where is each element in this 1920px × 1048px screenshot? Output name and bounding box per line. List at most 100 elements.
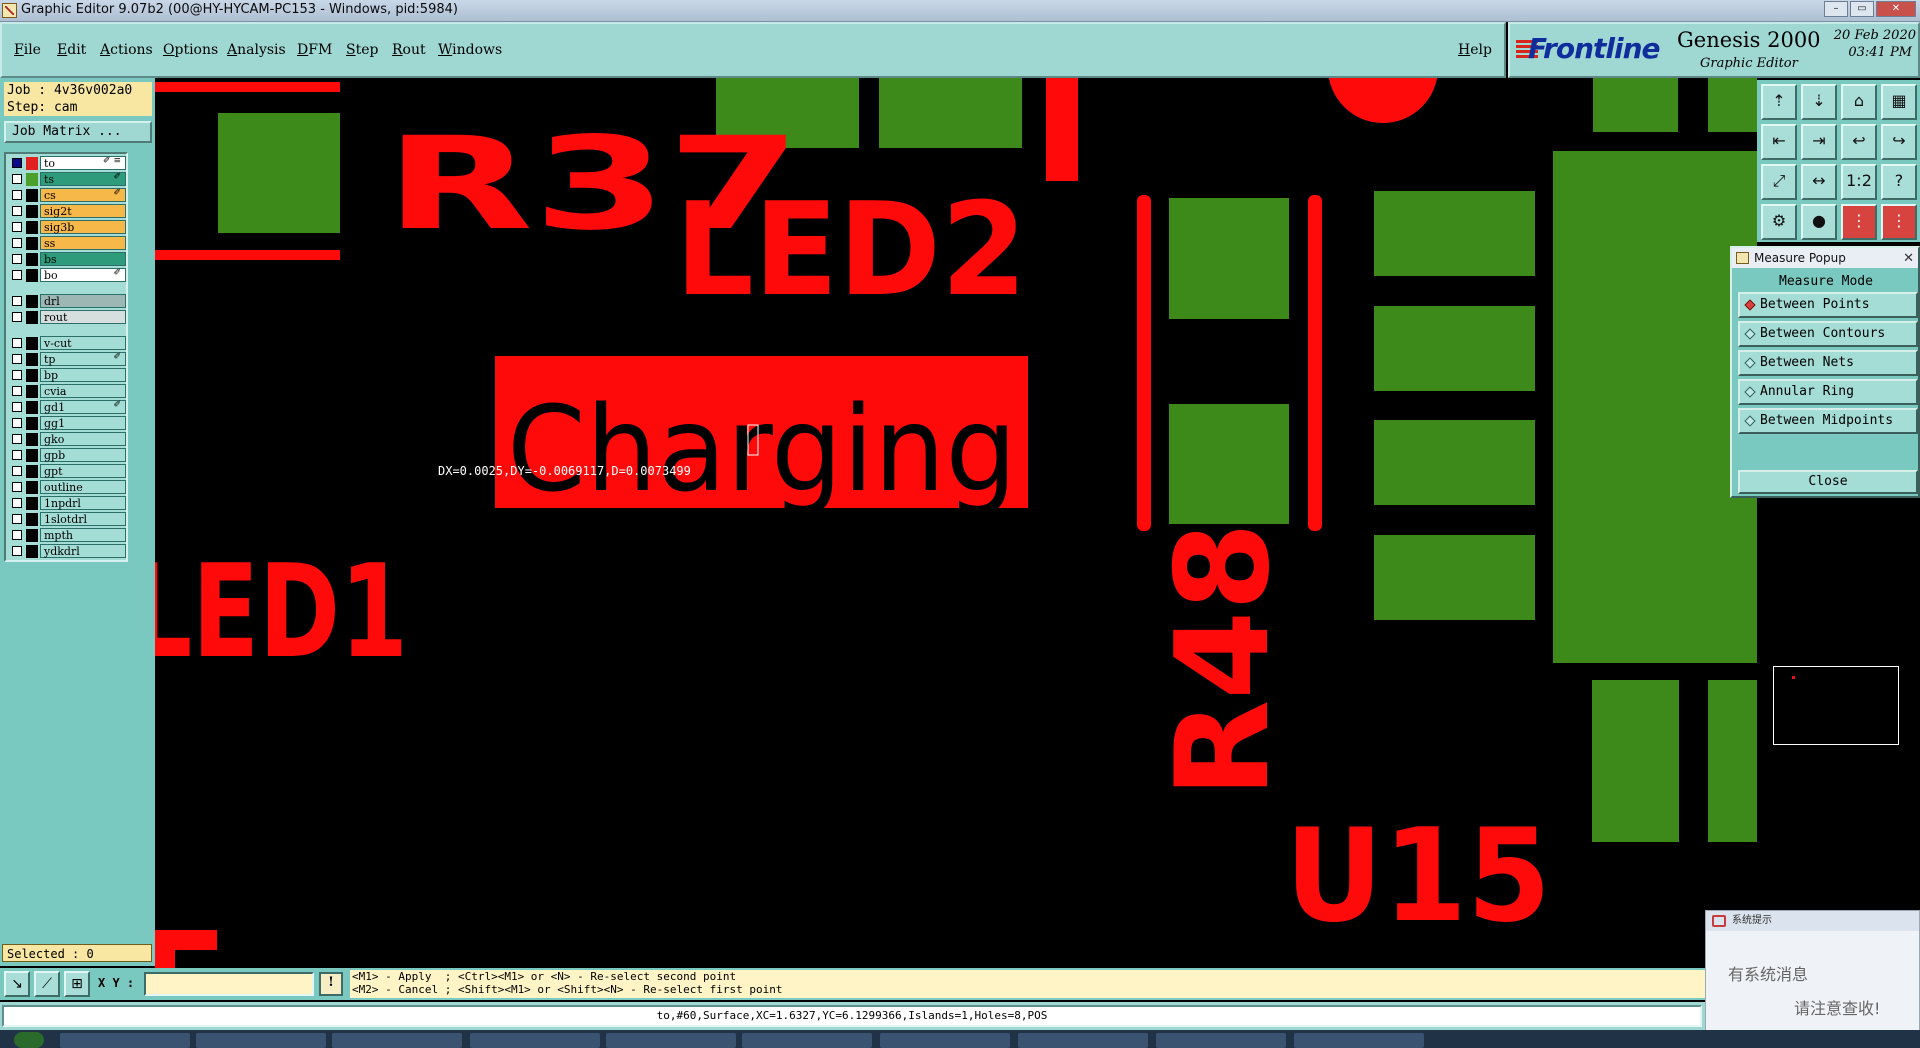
layer-color-swatch[interactable] (26, 205, 38, 218)
layer-name[interactable]: bo (40, 268, 126, 282)
layer-row-gg1[interactable]: gg1 (6, 416, 126, 431)
layer-name[interactable]: 1npdrl (40, 496, 126, 510)
taskbar-item[interactable] (1294, 1033, 1424, 1048)
layer-color-swatch[interactable] (26, 401, 38, 414)
layer-color-swatch[interactable] (26, 369, 38, 382)
layer-row-gpb[interactable]: gpb (6, 448, 126, 463)
layer-checkbox[interactable] (12, 434, 22, 444)
tool-undo[interactable]: ↩ (1841, 124, 1877, 160)
layer-row-drl[interactable]: drl (6, 294, 126, 309)
minimize-button[interactable]: – (1824, 1, 1848, 17)
tool-measure-alt[interactable]: ⋮ (1881, 204, 1917, 240)
measure-mode-icon[interactable]: ⟋ (34, 971, 60, 997)
layer-color-swatch[interactable] (26, 295, 38, 308)
system-notification[interactable]: 系统提示 有系统消息 请注意查收! (1705, 910, 1920, 1038)
layer-name[interactable]: sig2t (40, 204, 126, 218)
taskbar-item[interactable] (1156, 1033, 1286, 1048)
layer-checkbox[interactable] (12, 450, 22, 460)
tool-grid[interactable]: ▦ (1881, 84, 1917, 120)
tool-redo[interactable]: ↪ (1881, 124, 1917, 160)
layer-color-swatch[interactable] (26, 253, 38, 266)
tool-pan-left[interactable]: ⇤ (1761, 124, 1797, 160)
layer-row-sig3b[interactable]: sig3b (6, 220, 126, 235)
layer-row-bp[interactable]: bp (6, 368, 126, 383)
cursor-mode-icon[interactable]: ↘ (4, 971, 30, 997)
layer-color-swatch[interactable] (26, 433, 38, 446)
layer-name[interactable]: 1slotdrl (40, 512, 126, 526)
layer-checkbox[interactable] (12, 354, 22, 364)
layer-row-gko[interactable]: gko (6, 432, 126, 447)
start-button[interactable] (14, 1032, 44, 1048)
layer-checkbox[interactable] (12, 530, 22, 540)
menu-actions[interactable]: Actions (100, 42, 153, 58)
layer-row-outline[interactable]: outline (6, 480, 126, 495)
layer-name[interactable]: sig3b (40, 220, 126, 234)
layer-color-swatch[interactable] (26, 189, 38, 202)
layer-name[interactable]: gd1 (40, 400, 126, 414)
layer-name[interactable]: bp (40, 368, 126, 382)
layer-checkbox[interactable] (12, 338, 22, 348)
menu-file[interactable]: File (14, 42, 41, 58)
tool-help[interactable]: ? (1881, 164, 1917, 200)
layer-checkbox[interactable] (12, 296, 22, 306)
layer-color-swatch[interactable] (26, 173, 38, 186)
taskbar-item[interactable] (1018, 1033, 1148, 1048)
layer-name[interactable]: tp (40, 352, 126, 366)
tool-zoom-horizontal[interactable]: ↔ (1801, 164, 1837, 200)
layer-color-swatch[interactable] (26, 449, 38, 462)
layer-name[interactable]: v-cut (40, 336, 126, 350)
layer-color-swatch[interactable] (26, 497, 38, 510)
layer-row-1slotdrl[interactable]: 1slotdrl (6, 512, 126, 527)
layer-row-to[interactable]: to✐ ≡ (6, 156, 126, 171)
taskbar-item[interactable] (742, 1033, 872, 1048)
layer-color-swatch[interactable] (26, 311, 38, 324)
layer-checkbox[interactable] (12, 270, 22, 280)
menu-analysis[interactable]: Analysis (227, 42, 286, 58)
taskbar-item[interactable] (332, 1033, 462, 1048)
tool-home-up[interactable]: ⇡ (1761, 84, 1797, 120)
grid-snap-icon[interactable]: ⊞ (64, 971, 90, 997)
layer-color-swatch[interactable] (26, 513, 38, 526)
layer-checkbox[interactable] (12, 386, 22, 396)
layer-color-swatch[interactable] (26, 545, 38, 558)
layer-checkbox[interactable] (12, 546, 22, 556)
layer-name[interactable]: gpt (40, 464, 126, 478)
info-button[interactable]: ! (319, 972, 343, 996)
option-between-midpoints[interactable]: Between Midpoints (1738, 408, 1918, 434)
layer-name[interactable]: ydkdrl (40, 544, 126, 558)
layer-checkbox[interactable] (12, 174, 22, 184)
job-matrix-button[interactable]: Job Matrix ... (4, 121, 152, 143)
tool-home-down[interactable]: ⇣ (1801, 84, 1837, 120)
option-between-contours[interactable]: Between Contours (1738, 321, 1918, 347)
tool-zoom-ratio[interactable]: 1:2 (1841, 164, 1877, 200)
layer-row-ss[interactable]: ss (6, 236, 126, 251)
taskbar-item[interactable] (196, 1033, 326, 1048)
menu-options[interactable]: Options (163, 42, 219, 58)
layer-row-bs[interactable]: bs (6, 252, 126, 267)
taskbar-item[interactable] (60, 1033, 190, 1048)
option-between-points[interactable]: Between Points (1738, 292, 1918, 318)
layer-color-swatch[interactable] (26, 337, 38, 350)
layer-checkbox[interactable] (12, 254, 22, 264)
layer-name[interactable]: cvia (40, 384, 126, 398)
taskbar-item[interactable] (880, 1033, 1010, 1048)
layer-name[interactable]: gpb (40, 448, 126, 462)
layer-checkbox[interactable] (12, 482, 22, 492)
layer-row-sig2t[interactable]: sig2t (6, 204, 126, 219)
menu-edit[interactable]: Edit (57, 42, 87, 58)
layer-color-swatch[interactable] (26, 417, 38, 430)
layer-checkbox[interactable] (12, 238, 22, 248)
layer-checkbox[interactable] (12, 402, 22, 412)
layer-name[interactable]: bs (40, 252, 126, 266)
layer-row-bo[interactable]: bo✐ (6, 268, 126, 283)
measure-close-button[interactable]: Close (1738, 470, 1918, 494)
layer-name[interactable]: gko (40, 432, 126, 446)
menu-rout[interactable]: Rout (392, 42, 426, 58)
tool-snap[interactable]: ● (1801, 204, 1837, 240)
layer-checkbox[interactable] (12, 370, 22, 380)
layer-name[interactable]: to (40, 156, 126, 170)
layer-color-swatch[interactable] (26, 221, 38, 234)
tool-pan-right[interactable]: ⇥ (1801, 124, 1837, 160)
menu-help[interactable]: Help (1458, 42, 1492, 58)
layer-checkbox[interactable] (12, 514, 22, 524)
